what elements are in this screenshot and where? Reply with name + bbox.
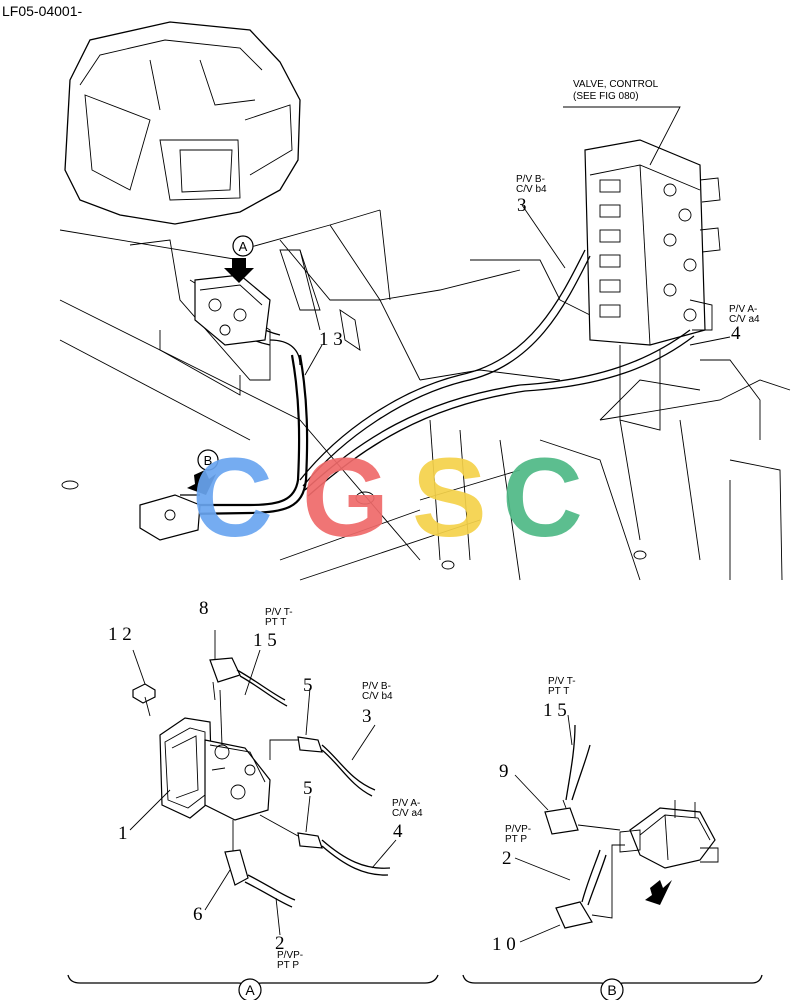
part-number-1: 1 (118, 823, 128, 844)
watermark-letter-1: C (192, 435, 273, 560)
leader-valve-control (563, 106, 681, 166)
svg-text:P/V T-: P/V T- (548, 676, 576, 687)
pv-a-callout-top: P/V A- C/V a4 (729, 304, 760, 325)
detail-a-pv-a-label: P/V A- C/V a4 (392, 798, 423, 819)
pv-b-callout-top: P/V B- C/V b4 (516, 174, 547, 195)
part-number-9: 9 (499, 761, 509, 782)
hose-3a (321, 744, 376, 791)
watermark-letter-3: S (412, 435, 487, 560)
svg-text:PT T: PT T (548, 686, 569, 697)
detail-b-title: B (607, 982, 616, 998)
watermark: C G S C (192, 435, 583, 560)
view-marker-b: B (197, 449, 219, 471)
part-number-5: 5 (303, 675, 313, 696)
leader-3 (521, 204, 566, 269)
detail-b-pv-t-label: P/V T- PT T (548, 676, 576, 697)
svg-text:P/V T-: P/V T- (265, 607, 293, 618)
leader-4 (689, 336, 731, 346)
connector-5b (259, 814, 323, 849)
hose-4b (321, 845, 389, 876)
hose-2a (247, 874, 296, 901)
tee-fitting-9 (544, 799, 621, 835)
detail-view-b: P/V T- PT T P/VP- PT P 1 5 9 2 1 0 B (462, 676, 763, 1000)
svg-text:C/V a4: C/V a4 (392, 808, 423, 819)
svg-text:P/V A-: P/V A- (729, 304, 757, 315)
hose-15b (239, 675, 288, 707)
detail-a-title: A (245, 982, 255, 998)
svg-text:P/V B-: P/V B- (362, 681, 391, 692)
part-number-8: 8 (199, 598, 209, 619)
part-number-10: 1 0 (492, 934, 516, 955)
hose-15a (236, 669, 286, 701)
hose-3b (321, 749, 373, 797)
elbow-fitting-8 (209, 657, 241, 746)
part-number-4: 4 (393, 821, 403, 842)
part-number-4: 4 (731, 323, 741, 344)
upper-frame (59, 209, 791, 581)
part-number-12: 1 2 (108, 624, 132, 645)
hose-15b-b (571, 744, 591, 801)
main-assembly-view: A B VALVE, CONTROL (SEE FIG 080) P/V B- … (59, 21, 791, 581)
svg-text:B: B (204, 453, 213, 468)
part-number-15: 1 5 (543, 700, 567, 721)
detail-b-arrow (645, 880, 672, 905)
tee-fitting-10 (555, 844, 625, 929)
part-number-15: 1 5 (253, 630, 277, 651)
view-marker-a: A (232, 235, 254, 257)
hose-routing (180, 249, 695, 516)
part-number-5: 5 (303, 778, 313, 799)
hose-2b (244, 881, 293, 908)
part-number-2: 2 (275, 933, 285, 954)
svg-text:PT T: PT T (265, 617, 286, 628)
svg-text:C/V b4: C/V b4 (362, 691, 393, 702)
hose-2b-a (581, 849, 601, 903)
svg-text:P/VP-: P/VP- (277, 950, 303, 961)
part-number-13: 1 3 (319, 329, 343, 350)
connector-5a (269, 736, 323, 760)
detail-a-pv-b-label: P/V B- C/V b4 (362, 681, 393, 702)
svg-text:C/V b4: C/V b4 (516, 184, 547, 195)
bolt-12 (132, 683, 156, 717)
leader-13 (304, 344, 323, 376)
svg-text:A: A (239, 239, 248, 254)
detail-view-a: P/V T- PT T P/V B- C/V b4 P/V A- C/V a4 … (67, 598, 439, 1000)
arrow-b (187, 470, 216, 495)
svg-text:C/V a4: C/V a4 (729, 314, 760, 325)
valve-control-callout: VALVE, CONTROL (SEE FIG 080) (573, 79, 659, 102)
drawing-id: LF05-04001- (2, 3, 83, 19)
control-valve (584, 139, 721, 431)
svg-text:PT P: PT P (505, 834, 527, 845)
hose-2b-b (587, 854, 607, 906)
hose-4a (321, 839, 391, 869)
hose-15b-a (565, 724, 576, 801)
detail-a-pv-t-label: P/V T- PT T (265, 607, 293, 628)
svg-text:P/V A-: P/V A- (392, 798, 420, 809)
solenoid-valve-block (619, 800, 719, 869)
svg-text:P/V B-: P/V B- (516, 174, 545, 185)
svg-text:PT P: PT P (277, 960, 299, 971)
detail-b-pv-p-label: P/VP- PT P (505, 824, 531, 845)
svg-text:(SEE FIG 080): (SEE FIG 080) (573, 91, 639, 102)
part-number-3: 3 (517, 195, 527, 216)
watermark-letter-2: G (302, 435, 389, 560)
operator-cab (64, 21, 301, 225)
detail-a-pv-p-label: P/VP- PT P (277, 950, 303, 971)
part-number-3: 3 (362, 706, 372, 727)
part-number-2: 2 (502, 848, 512, 869)
pilot-valve-block-a (194, 274, 271, 346)
svg-text:P/VP-: P/VP- (505, 824, 531, 835)
part-number-6: 6 (193, 904, 203, 925)
solenoid-block-b (139, 494, 201, 541)
pilot-valve-body (159, 717, 271, 821)
elbow-fitting-6 (224, 820, 249, 886)
arrow-a (224, 258, 254, 283)
svg-text:VALVE, CONTROL: VALVE, CONTROL (573, 79, 659, 90)
watermark-letter-4: C (502, 435, 583, 560)
